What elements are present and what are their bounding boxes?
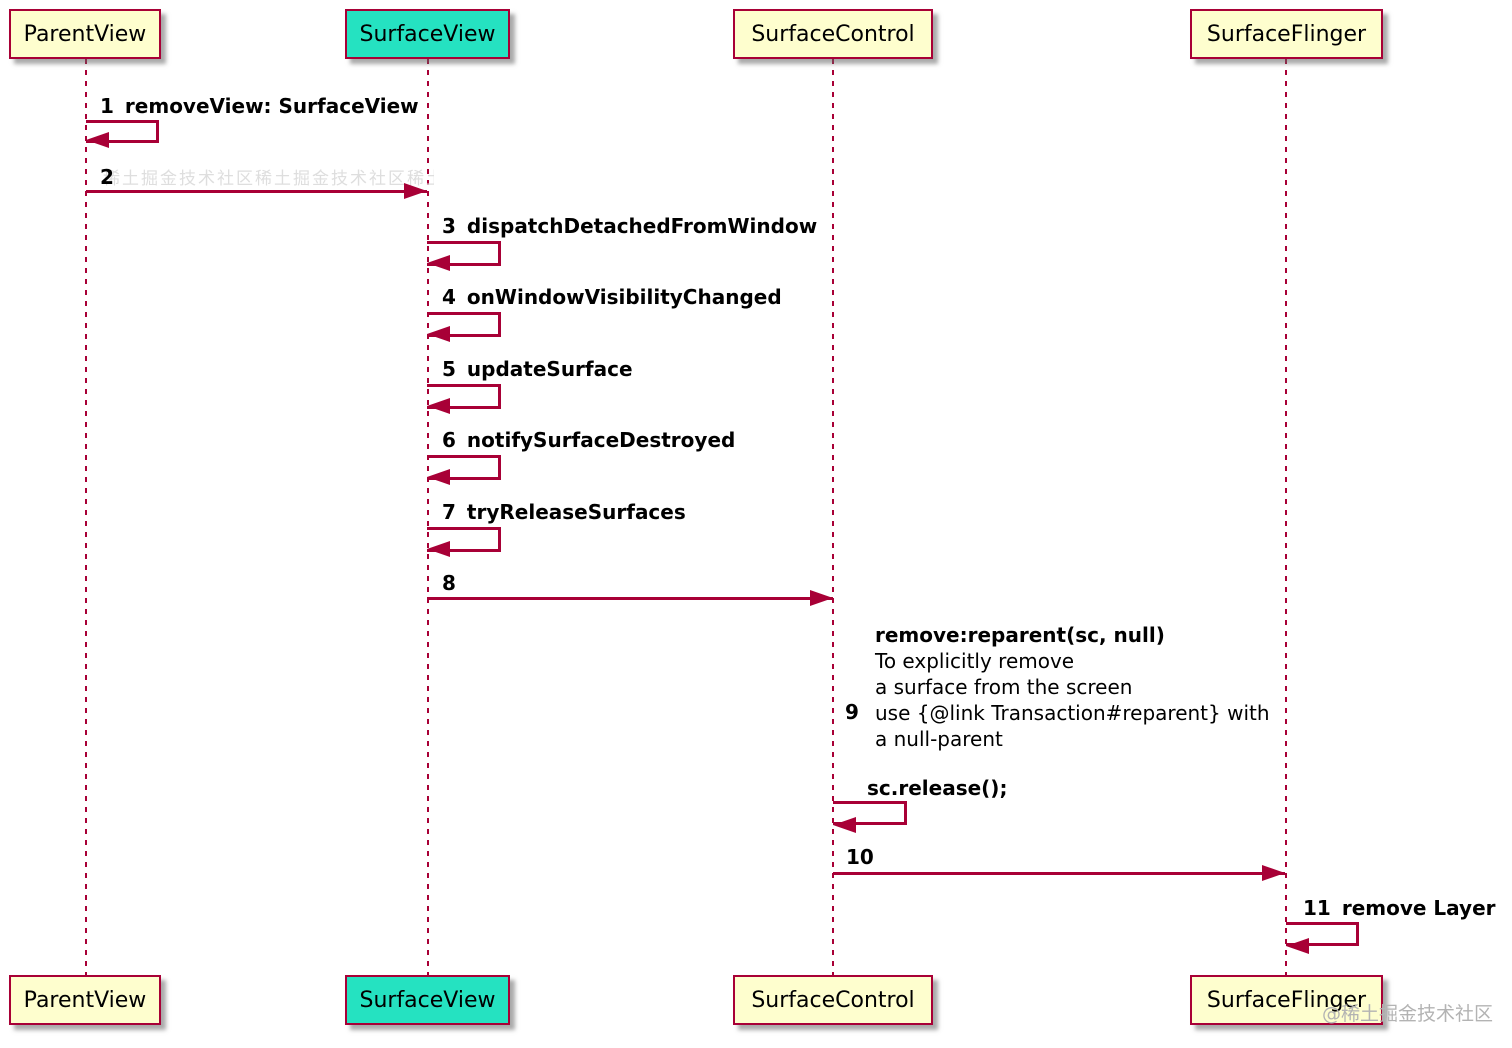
participant-top-surfaceflinger: SurfaceFlinger bbox=[1190, 9, 1383, 59]
arrowhead-right-icon bbox=[1262, 865, 1285, 881]
participant-bottom-surfaceview: SurfaceView bbox=[345, 975, 510, 1025]
message-number: 8 bbox=[442, 571, 456, 595]
message-text-screlease: sc.release(); bbox=[867, 776, 1008, 800]
message-text: dispatchDetachedFromWindow bbox=[466, 214, 818, 238]
message-number: 9 bbox=[845, 700, 859, 724]
message-label: 8 bbox=[442, 571, 467, 595]
participant-label: SurfaceControl bbox=[751, 987, 915, 1013]
message-multiline-text: remove:reparent(sc, null) To explicitly … bbox=[875, 622, 1270, 752]
self-arrow-line bbox=[86, 120, 159, 143]
watermark-tiled: 稀土掘金技术社区稀土掘金技术社区稀土掘金技术社区 bbox=[103, 169, 434, 186]
message-label: 10 bbox=[846, 845, 885, 869]
message-number: 1 bbox=[100, 94, 114, 118]
arrowhead-left-icon bbox=[427, 469, 450, 485]
lifeline-parentview bbox=[85, 59, 87, 975]
message-text: remove Layer bbox=[1341, 896, 1496, 920]
arrowhead-left-icon bbox=[833, 817, 856, 833]
message-label: 7 tryReleaseSurfaces bbox=[442, 500, 686, 524]
message-number: 6 bbox=[442, 428, 456, 452]
lifeline-surfaceflinger bbox=[1285, 59, 1287, 975]
message-number: 2 bbox=[100, 165, 114, 189]
arrowhead-left-icon bbox=[427, 326, 450, 342]
lifeline-surfaceview bbox=[427, 59, 429, 975]
message-line: a surface from the screen bbox=[875, 675, 1133, 699]
self-arrow-line bbox=[427, 241, 501, 266]
participant-label: ParentView bbox=[23, 987, 147, 1013]
participant-top-surfaceview: SurfaceView bbox=[345, 9, 510, 59]
lifeline-surfacecontrol bbox=[832, 59, 834, 975]
participant-bottom-parentview: ParentView bbox=[9, 975, 161, 1025]
message-number: 4 bbox=[442, 285, 456, 309]
message-line: use {@link Transaction#reparent} with bbox=[875, 701, 1270, 725]
message-text: updateSurface bbox=[466, 357, 633, 381]
message-label: 1 removeView: SurfaceView bbox=[100, 94, 419, 118]
message-label: 11 remove Layer bbox=[1303, 896, 1496, 920]
arrow-line bbox=[86, 190, 427, 193]
message-line: To explicitly remove bbox=[875, 649, 1075, 673]
self-arrow-line bbox=[427, 455, 501, 480]
participant-top-parentview: ParentView bbox=[9, 9, 161, 59]
arrowhead-right-icon bbox=[404, 183, 427, 199]
message-number: 5 bbox=[442, 357, 456, 381]
message-label: 6 notifySurfaceDestroyed bbox=[442, 428, 735, 452]
message-text: tryReleaseSurfaces bbox=[466, 500, 686, 524]
message-line: a null-parent bbox=[875, 727, 1003, 751]
message-text: removeView: SurfaceView bbox=[124, 94, 419, 118]
participant-top-surfacecontrol: SurfaceControl bbox=[733, 9, 933, 59]
participant-label: SurfaceControl bbox=[751, 21, 915, 47]
message-number: 3 bbox=[442, 214, 456, 238]
participant-bottom-surfacecontrol: SurfaceControl bbox=[733, 975, 933, 1025]
participant-label: SurfaceView bbox=[359, 21, 496, 47]
message-label: 2 bbox=[100, 165, 125, 189]
arrow-line bbox=[427, 597, 833, 600]
message-label: 3 dispatchDetachedFromWindow bbox=[442, 214, 817, 238]
self-arrow-line bbox=[427, 527, 501, 552]
message-label: 4 onWindowVisibilityChanged bbox=[442, 285, 782, 309]
self-arrow-line bbox=[427, 312, 501, 337]
message-number: 10 bbox=[846, 845, 874, 869]
arrowhead-left-icon bbox=[1286, 938, 1309, 954]
self-arrow-line bbox=[427, 384, 501, 409]
participant-label: ParentView bbox=[23, 21, 147, 47]
arrowhead-right-icon bbox=[810, 590, 833, 606]
arrowhead-left-icon bbox=[86, 132, 109, 148]
participant-label: SurfaceFlinger bbox=[1206, 987, 1367, 1013]
watermark-text: @稀土掘金技术社区 bbox=[1322, 1003, 1494, 1025]
message-text: onWindowVisibilityChanged bbox=[466, 285, 782, 309]
message-number: 11 bbox=[1303, 896, 1331, 920]
self-arrow-line bbox=[833, 801, 907, 825]
arrow-line bbox=[833, 872, 1285, 875]
message-label: 5 updateSurface bbox=[442, 357, 633, 381]
arrowhead-left-icon bbox=[427, 398, 450, 414]
participant-label: SurfaceView bbox=[359, 987, 496, 1013]
message-number: 7 bbox=[442, 500, 456, 524]
message-line: remove:reparent(sc, null) bbox=[875, 623, 1165, 647]
participant-bottom-surfaceflinger: SurfaceFlinger bbox=[1190, 975, 1383, 1025]
arrowhead-left-icon bbox=[427, 541, 450, 557]
self-arrow-line bbox=[1286, 922, 1359, 946]
participant-label: SurfaceFlinger bbox=[1206, 21, 1367, 47]
message-text: notifySurfaceDestroyed bbox=[466, 428, 736, 452]
arrowhead-left-icon bbox=[427, 255, 450, 271]
